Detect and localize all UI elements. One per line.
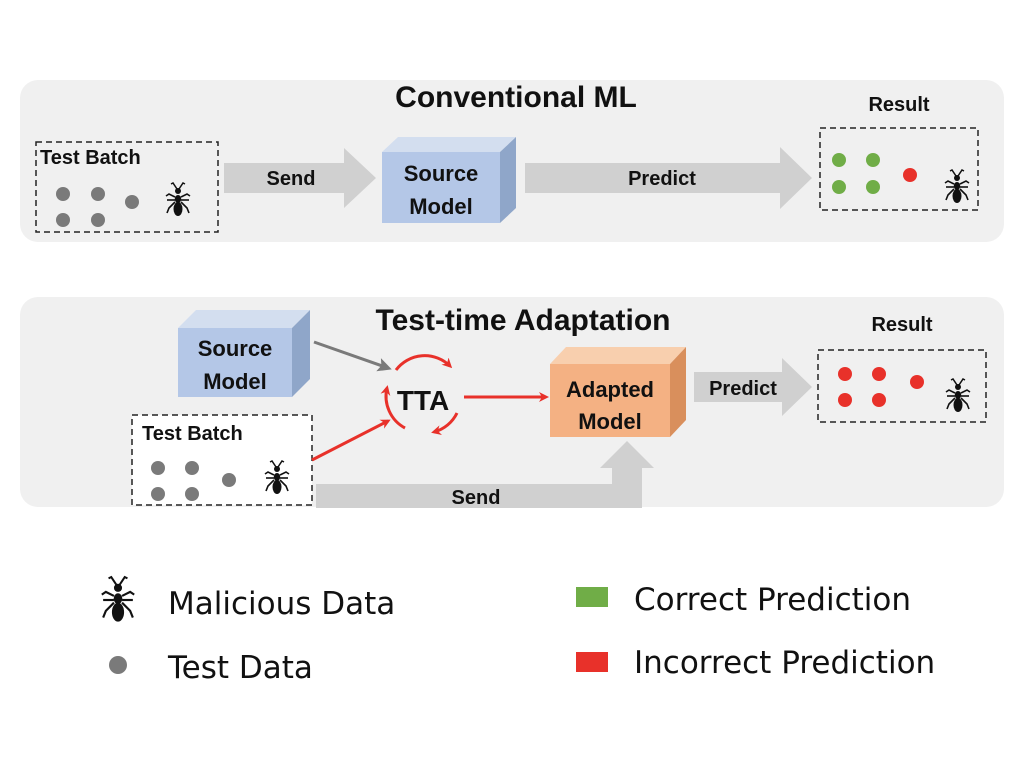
test-data-dot [91,187,105,201]
source-model-cube: Source Model [382,137,516,223]
test-data-dot [56,187,70,201]
predict-label: Predict [628,168,696,190]
correct-prediction-dot [866,153,880,167]
legend-correct-label: Correct Prediction [634,582,912,618]
correct-prediction-dot [832,180,846,194]
incorrect-prediction-dot [872,367,886,381]
tta-source-model-line1: Source [198,336,273,361]
test-data-dot [91,213,105,227]
source-model-label-line1: Source [404,161,479,186]
test-data-dot [185,487,199,501]
tta-source-model-cube: Source Model [178,310,310,397]
conventional-ml-title: Conventional ML [395,81,637,114]
tta-send-arrow: Send [316,441,654,509]
adapted-model-line1: Adapted [566,377,654,402]
adapted-model-line2: Model [578,409,642,434]
test-data-dot [56,213,70,227]
test-batch-label: Test Batch [40,147,141,169]
test-batch-box: Test Batch [35,141,219,233]
predict-arrow: Predict [525,147,812,209]
incorrect-prediction-dot [903,168,917,182]
incorrect-prediction-dot [838,367,852,381]
incorrect-prediction-dot [872,393,886,407]
batch-to-tta-arrow [311,419,391,462]
test-data-dot [125,195,139,209]
send-arrow: Send [224,148,376,208]
correct-prediction-dot [832,153,846,167]
adapted-model-cube: Adapted Model [550,347,686,437]
tta-send-label: Send [452,487,501,509]
correct-prediction-dot [866,180,880,194]
tta-source-model-line2: Model [203,369,267,394]
tta-test-batch-box: Test Batch [131,414,313,506]
tta-result-label: Result [871,314,932,336]
test-data-dot [222,473,236,487]
result-box [819,127,979,211]
legend-test-data-label: Test Data [168,650,313,686]
tta-title: Test-time Adaptation [375,304,670,337]
legend-malicious-label: Malicious Data [168,586,396,622]
tta-cycle: TTA [380,354,459,436]
tta-result-box [817,349,987,423]
tta-predict-label: Predict [709,378,777,400]
incorrect-prediction-dot [910,375,924,389]
test-data-legend-dot [109,656,127,674]
legend-incorrect-label: Incorrect Prediction [634,645,936,681]
conventional-ml-panel: Conventional ML Test Batch Send Source M… [20,80,1004,242]
test-data-dot [151,461,165,475]
result-label: Result [868,94,929,116]
tta-panel: Test-time Adaptation Source Model TTA Ad… [20,297,1004,509]
malicious-ant-icon [100,575,136,623]
incorrect-prediction-swatch [576,652,608,672]
legend [100,575,608,674]
source-model-label-line2: Model [409,194,473,219]
source-to-tta-arrow [313,340,392,372]
test-data-dot [185,461,199,475]
send-label: Send [267,168,316,190]
tta-test-batch-label: Test Batch [142,423,243,445]
tta-predict-arrow: Predict [694,358,812,416]
incorrect-prediction-dot [838,393,852,407]
tta-label: TTA [397,385,449,416]
correct-prediction-swatch [576,587,608,607]
test-data-dot [151,487,165,501]
